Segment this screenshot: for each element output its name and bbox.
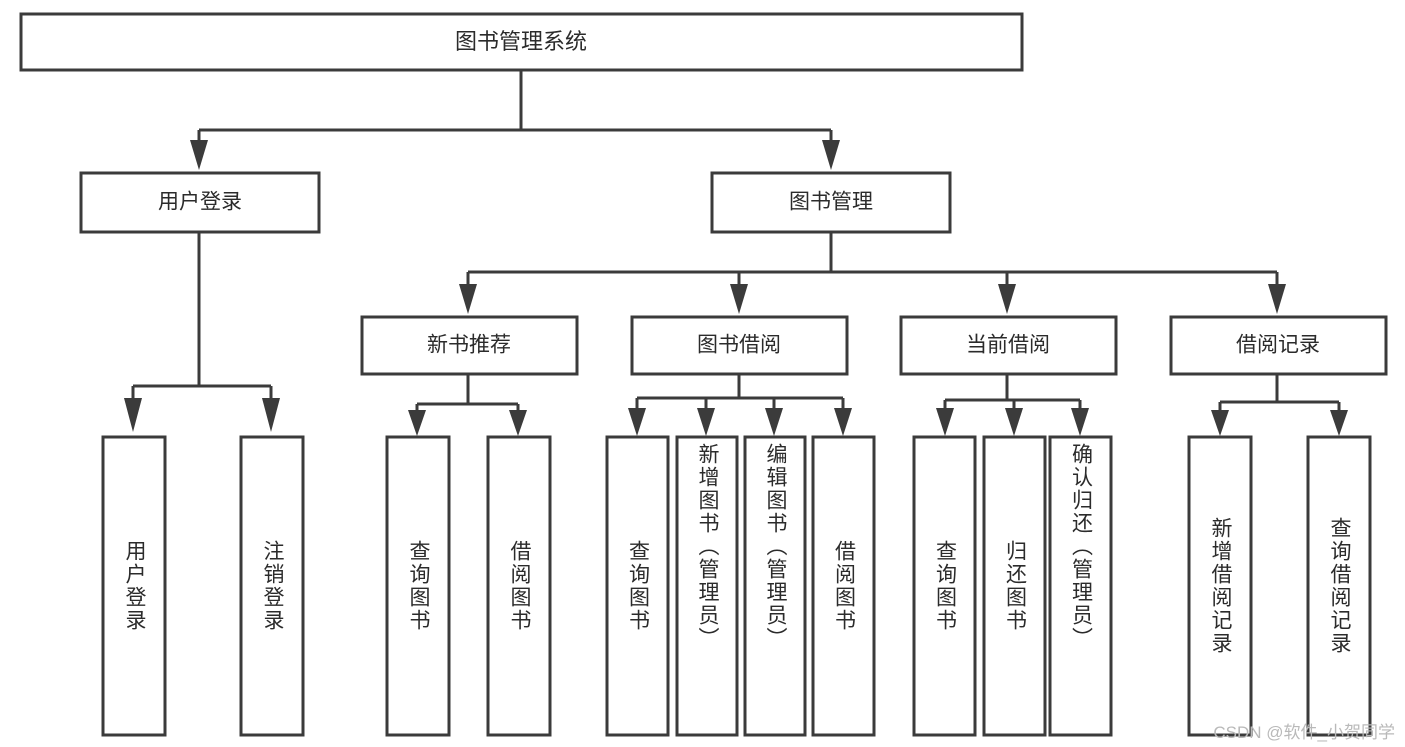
- arrow-book-mgmt-child-0-icon: [459, 284, 477, 314]
- arrow-currentborrow-leaf-1-icon: [1005, 408, 1023, 436]
- leaf-box-bookborrow-3[interactable]: [811, 435, 876, 737]
- node-borrow-records-box[interactable]: [1169, 315, 1388, 376]
- leaf-box-bookborrow-0[interactable]: [605, 435, 670, 737]
- node-book-borrow[interactable]: 图书借阅: [630, 315, 849, 376]
- node-root-system-label: 图书管理系统: [455, 29, 587, 54]
- arrow-newbook-leaf-0-icon: [408, 410, 426, 436]
- leaf-box-currentborrow-0[interactable]: [912, 435, 977, 737]
- leaf-boxes-book-borrow: [605, 435, 876, 737]
- leaf-box-currentborrow-2[interactable]: [1048, 435, 1113, 737]
- node-user-login-box[interactable]: [79, 171, 321, 234]
- arrow-borrowrec-leaf-0-icon: [1211, 410, 1229, 436]
- node-new-book-recommend-box[interactable]: [360, 315, 579, 376]
- arrow-user-login-leaf-0-icon: [124, 398, 142, 432]
- leaf-box-user-login-0[interactable]: [101, 435, 167, 737]
- node-new-book-recommend[interactable]: 新书推荐: [360, 315, 579, 376]
- leaf-boxes-user-login: [101, 435, 305, 737]
- node-root-system[interactable]: 图书管理系统: [19, 12, 1024, 72]
- leaf-box-bookborrow-2[interactable]: [743, 435, 807, 737]
- arrow-bookborrow-leaf-3-icon: [834, 408, 852, 436]
- connector-group-new-book-recommend: [408, 374, 527, 436]
- node-book-management[interactable]: 图书管理: [710, 171, 952, 234]
- leaf-box-currentborrow-1[interactable]: [982, 435, 1047, 737]
- arrow-user-login-leaf-1-icon: [262, 398, 280, 432]
- node-borrow-records[interactable]: 借阅记录: [1169, 315, 1388, 376]
- connector-group-current-borrow: [936, 374, 1089, 436]
- node-current-borrow[interactable]: 当前借阅: [899, 315, 1118, 376]
- leaf-boxes-new-book-recommend: [385, 435, 552, 737]
- connector-group-borrow-records: [1211, 374, 1348, 436]
- leaf-box-user-login-1[interactable]: [239, 435, 305, 737]
- arrow-bookborrow-leaf-1-icon: [697, 408, 715, 436]
- node-borrow-records-label: 借阅记录: [1236, 334, 1320, 357]
- node-current-borrow-box[interactable]: [899, 315, 1118, 376]
- node-user-login-label: 用户登录: [158, 191, 242, 214]
- node-book-borrow-box[interactable]: [630, 315, 849, 376]
- node-book-management-label: 图书管理: [789, 191, 873, 214]
- leaf-box-newbook-1[interactable]: [486, 435, 552, 737]
- arrow-borrowrec-leaf-1-icon: [1330, 410, 1348, 436]
- leaf-box-bookborrow-1[interactable]: [675, 435, 739, 737]
- connector-group-book-management: [459, 232, 1286, 314]
- connector-group-book-borrow: [628, 374, 852, 436]
- arrow-newbook-leaf-1-icon: [509, 410, 527, 436]
- leaf-boxes-borrow-records: [1187, 435, 1372, 737]
- arrow-book-mgmt-child-3-icon: [1268, 284, 1286, 314]
- arrow-bookborrow-leaf-0-icon: [628, 408, 646, 436]
- arrow-bookborrow-leaf-2-icon: [765, 408, 783, 436]
- node-user-login[interactable]: 用户登录: [79, 171, 321, 234]
- arrow-root-to-user-login-icon: [190, 140, 208, 170]
- node-current-borrow-label: 当前借阅: [966, 334, 1050, 357]
- arrow-book-mgmt-child-1-icon: [730, 284, 748, 314]
- arrow-book-mgmt-child-2-icon: [998, 284, 1016, 314]
- arrow-currentborrow-leaf-0-icon: [936, 408, 954, 436]
- arrow-root-to-book-mgmt-icon: [822, 140, 840, 170]
- node-root-system-box[interactable]: [19, 12, 1024, 72]
- node-book-borrow-label: 图书借阅: [697, 334, 781, 357]
- node-new-book-recommend-label: 新书推荐: [427, 334, 511, 357]
- arrow-currentborrow-leaf-2-icon: [1071, 408, 1089, 436]
- leaf-box-borrowrec-0[interactable]: [1187, 435, 1253, 737]
- connector-group-root: [190, 70, 840, 170]
- connector-group-user-login: [124, 232, 280, 432]
- leaf-box-borrowrec-1[interactable]: [1306, 435, 1372, 737]
- leaf-boxes-current-borrow: [912, 435, 1113, 737]
- leaf-box-newbook-0[interactable]: [385, 435, 451, 737]
- node-book-management-box[interactable]: [710, 171, 952, 234]
